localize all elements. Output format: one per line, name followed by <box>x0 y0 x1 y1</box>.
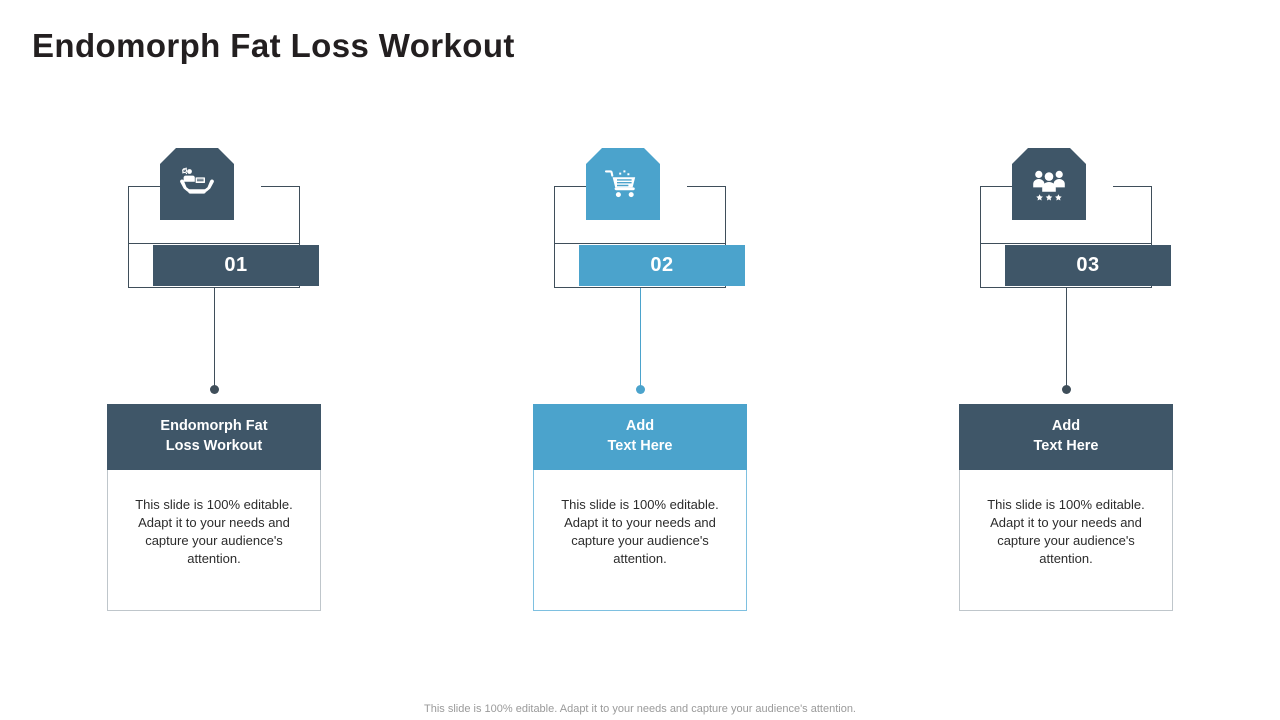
content-card-03[interactable]: Add Text Here This slide is 100% editabl… <box>959 404 1173 612</box>
step-number-03[interactable]: 03 <box>1005 245 1171 286</box>
card-body-02: This slide is 100% editable. Adapt it to… <box>561 497 719 566</box>
bracket-top-right-segment <box>1113 186 1151 187</box>
infographic-column-02: 02 Add Text Here This slide is 100% edit… <box>480 0 800 720</box>
connector-dot-01 <box>210 385 219 394</box>
icon-badge-02[interactable] <box>586 148 660 220</box>
icon-badge-01[interactable] <box>160 148 234 220</box>
card-header-03: Add Text Here <box>959 404 1173 471</box>
card-title-line2: Text Here <box>607 437 673 454</box>
team-stars-icon <box>1029 165 1069 203</box>
card-title-line1: Add <box>1051 418 1081 434</box>
content-card-02[interactable]: Add Text Here This slide is 100% editabl… <box>533 404 747 612</box>
bracket-top-right-segment <box>261 186 299 187</box>
step-number-01[interactable]: 01 <box>153 245 319 286</box>
connector-line-01 <box>214 288 215 388</box>
connector-line-02 <box>640 288 641 388</box>
card-title-line2: Loss Workout <box>165 437 263 454</box>
content-card-01[interactable]: Endomorph Fat Loss Workout This slide is… <box>107 404 321 612</box>
icon-badge-03[interactable] <box>1012 148 1086 220</box>
bracket-top-left-segment <box>129 186 167 187</box>
connector-dot-03 <box>1062 385 1071 394</box>
card-header-01: Endomorph Fat Loss Workout <box>107 404 321 471</box>
card-body-03: This slide is 100% editable. Adapt it to… <box>987 497 1145 566</box>
bracket-top-left-segment <box>981 186 1019 187</box>
bracket-top-left-segment <box>555 186 593 187</box>
hands-holding-person-icon <box>177 165 217 203</box>
page-title: Endomorph Fat Loss Workout <box>32 27 515 64</box>
card-header-02: Add Text Here <box>533 404 747 471</box>
footer-note: This slide is 100% editable. Adapt it to… <box>424 703 856 715</box>
step-number-02[interactable]: 02 <box>579 245 745 286</box>
connector-dot-02 <box>636 385 645 394</box>
card-title-line1: Endomorph Fat <box>160 418 268 434</box>
card-title-line1: Add <box>625 418 655 434</box>
infographic-column-03: 03 Add Text Here This slide is 100% edit… <box>906 0 1226 720</box>
bracket-top-right-segment <box>687 186 725 187</box>
shopping-cart-icon <box>603 165 643 203</box>
infographic-column-01: 01 Endomorph Fat Loss Workout This slide… <box>54 0 374 720</box>
card-title-line2: Text Here <box>1033 437 1099 454</box>
connector-line-03 <box>1066 288 1067 388</box>
card-body-01: This slide is 100% editable. Adapt it to… <box>135 497 293 566</box>
